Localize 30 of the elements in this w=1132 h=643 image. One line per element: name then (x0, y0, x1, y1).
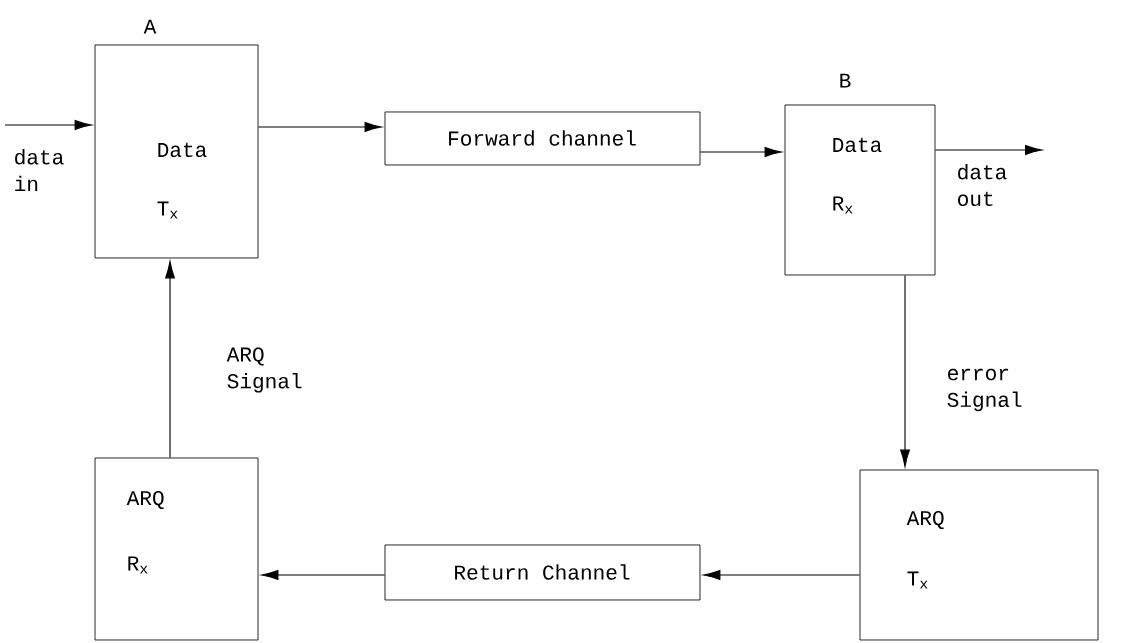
box-text: B (840, 73, 851, 88)
box-text: R$_{x}$ (833, 196, 853, 214)
box-text: Data (158, 142, 207, 158)
arrow (934, 145, 1043, 155)
arrow (703, 570, 861, 580)
arrow (4, 120, 92, 130)
edge-label: error Signal (947, 368, 1022, 412)
box-text: Return Channel (455, 564, 630, 580)
block-box (384, 544, 701, 601)
block-box (94, 457, 259, 641)
arrow (699, 147, 782, 157)
block-box (384, 111, 701, 166)
arrow (900, 274, 910, 467)
arrow (165, 261, 175, 459)
block-box (859, 469, 1099, 641)
edge-label: data out (958, 163, 1007, 207)
box-text: R$_{x}$ (128, 556, 148, 574)
box-text: Forward channel (449, 130, 636, 146)
box-text: ARQ (126, 490, 164, 510)
edge-label: data in (15, 149, 64, 191)
block-box (784, 73, 936, 276)
box-text: A (143, 19, 157, 34)
arrow (261, 570, 386, 580)
block-box (94, 19, 259, 259)
box-text: T$_{x}$ (907, 571, 928, 589)
arrow (257, 122, 382, 132)
box-text: T$_{x}$ (157, 201, 178, 219)
box-text: ARQ (906, 510, 944, 530)
edge-label: ARQ Signal (226, 347, 302, 393)
box-text: Data (833, 137, 882, 153)
